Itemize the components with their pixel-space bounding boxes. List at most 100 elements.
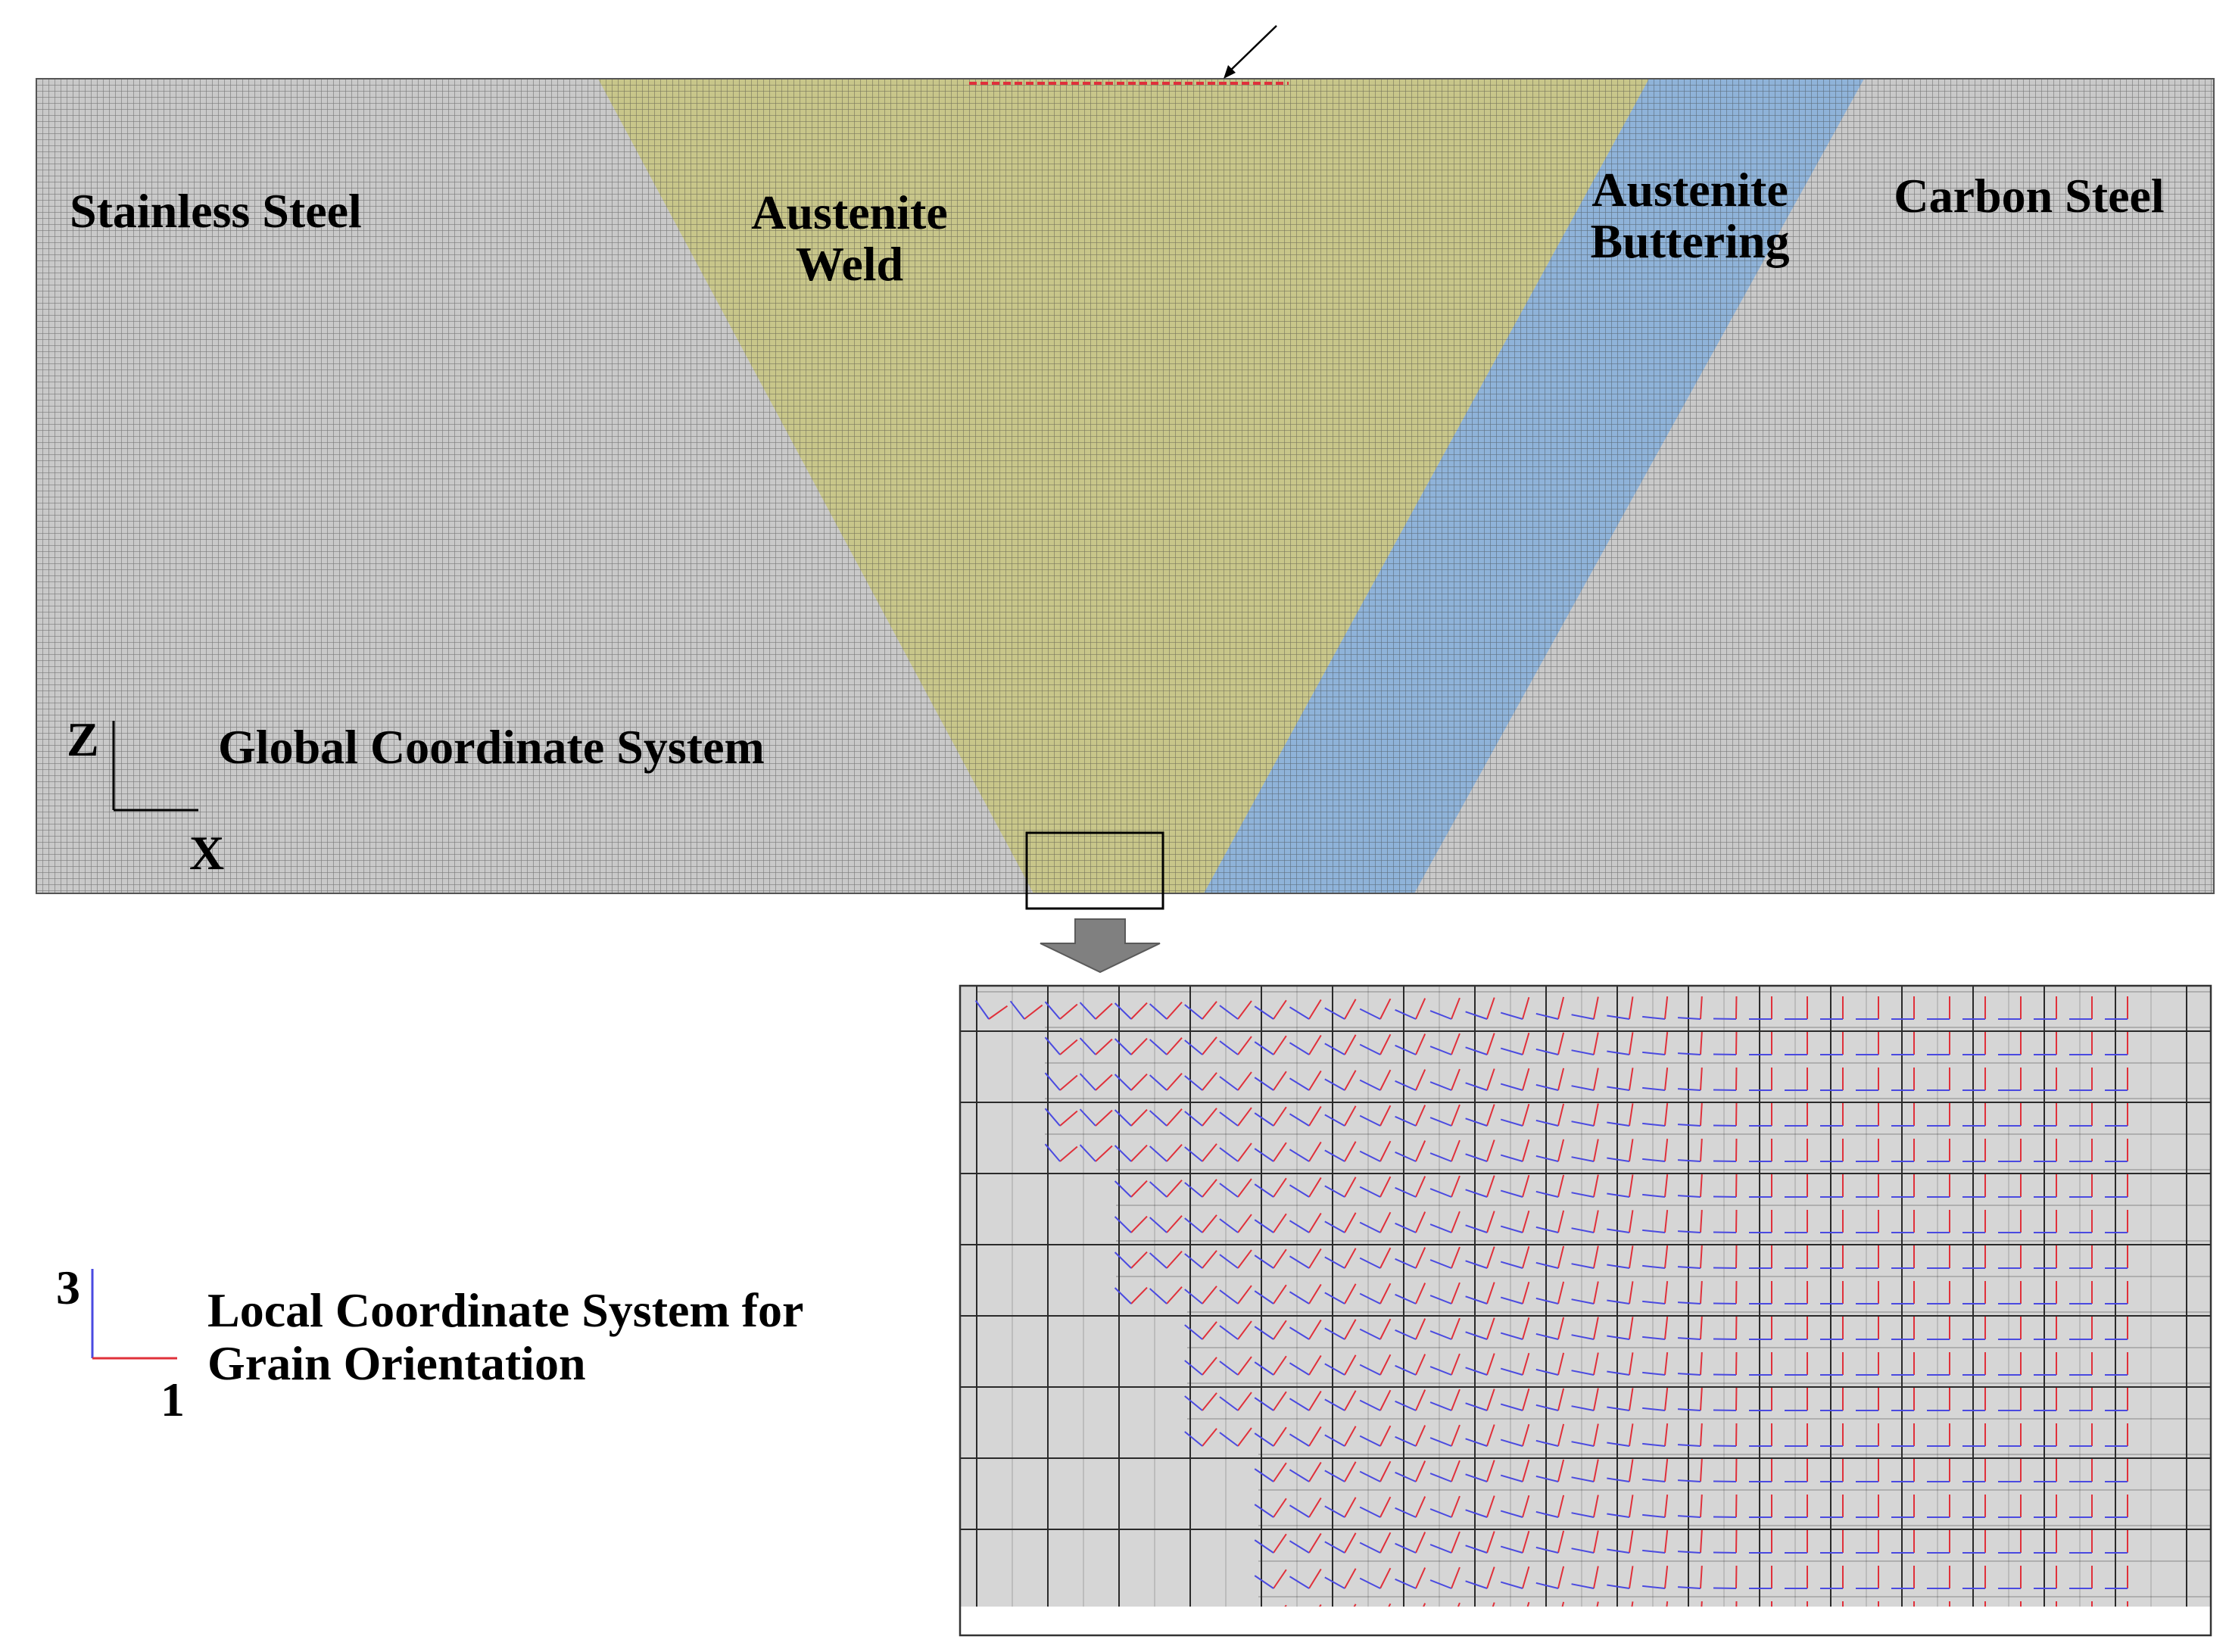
grain-axis-1-mark — [1130, 1215, 1148, 1233]
grain-axis-1-mark — [1237, 1107, 1252, 1127]
grain-axis-3-mark — [1289, 1149, 1310, 1162]
grain-axis-1-mark — [1130, 1286, 1148, 1304]
grain-axis-1-mark — [1557, 1281, 1565, 1304]
grain-axis-1-mark — [1557, 1068, 1565, 1091]
grain-axis-1-mark — [1415, 1425, 1426, 1447]
grain-axis-1-mark — [1557, 1174, 1565, 1198]
grain-axis-3-mark — [1359, 1150, 1381, 1162]
grain-axis-3-mark — [1429, 1081, 1452, 1091]
grain-axis-3-mark — [1289, 1504, 1310, 1518]
grain-axis-3-mark — [1254, 1361, 1274, 1376]
grain-axis-1-mark — [1593, 1566, 1599, 1589]
grain-axis-3-mark — [1465, 1544, 1488, 1554]
grain-axis-1-mark — [1700, 1067, 1703, 1091]
grain-axis-1-mark — [1344, 1461, 1357, 1482]
grain-axis-3-mark — [1044, 1108, 1061, 1127]
grain-axis-3-mark — [1500, 1011, 1523, 1020]
grain-axis-1-mark — [1557, 1459, 1565, 1482]
grain-axis-3-mark — [1359, 1541, 1381, 1554]
grain-axis-3-mark — [1114, 1251, 1132, 1269]
grain-axis-3-mark — [974, 999, 990, 1020]
grain-axis-1-mark — [1629, 996, 1634, 1020]
grain-axis-3-mark — [1535, 1546, 1559, 1554]
grain-axis-1-mark — [1666, 1601, 1669, 1607]
grain-axis-1-mark — [1344, 1177, 1357, 1198]
grain-axis-1-mark — [1344, 1568, 1357, 1589]
grain-axis-1-mark — [1130, 1108, 1148, 1127]
grain-axis-1-mark — [1237, 1320, 1252, 1340]
grain-axis-1-mark — [1700, 1138, 1703, 1162]
detail-mesh — [960, 986, 2211, 1607]
grain-axis-1-mark — [1379, 1567, 1392, 1589]
grain-axis-1-mark — [1486, 1104, 1495, 1127]
grain-axis-1-mark — [1593, 1068, 1599, 1091]
grain-axis-3-mark — [1571, 1227, 1595, 1233]
grain-axis-1-mark — [1273, 1284, 1287, 1304]
grain-axis-3-mark — [1607, 1442, 1630, 1447]
grain-axis-3-mark — [1677, 1515, 1701, 1518]
grain-axis-3-mark — [1254, 1112, 1274, 1127]
grain-axis-3-mark — [1114, 1216, 1132, 1233]
grain-axis-3-mark — [1324, 1043, 1345, 1055]
grain-axis-1-mark — [1379, 1318, 1392, 1340]
grain-axis-1-mark — [1593, 1210, 1599, 1233]
grain-axis-1-mark — [1664, 1103, 1669, 1127]
grain-axis-1-mark — [1415, 1532, 1426, 1554]
grain-axis-1-mark — [1166, 1250, 1183, 1269]
grain-axis-3-mark — [1607, 1086, 1630, 1091]
grain-axis-1-mark — [1631, 1601, 1634, 1607]
grain-axis-3-mark — [1395, 1400, 1417, 1411]
grain-axis-3-mark — [1429, 1579, 1452, 1589]
grain-axis-3-mark — [1289, 1540, 1310, 1554]
grain-axis-3-mark — [1254, 1504, 1274, 1518]
grain-axis-1-mark — [1664, 1495, 1669, 1518]
grain-axis-1-mark — [1308, 1461, 1322, 1482]
grain-axis-3-mark — [1324, 1327, 1345, 1340]
grain-axis-1-mark — [1237, 1000, 1252, 1020]
grain-axis-1-mark — [1273, 1355, 1287, 1376]
grain-axis-1-mark — [1308, 1497, 1322, 1518]
grain-axis-3-mark — [1359, 1079, 1381, 1091]
grain-axis-1-mark — [1344, 1283, 1357, 1304]
grain-axis-3-mark — [1500, 1367, 1523, 1376]
grain-axis-3-mark — [1044, 1143, 1061, 1162]
grain-axis-3-mark — [1465, 1580, 1488, 1589]
grain-axis-3-mark — [1359, 1186, 1381, 1198]
grain-axis-3-mark — [1500, 1474, 1523, 1482]
grain-axis-1-mark — [1593, 1423, 1599, 1447]
grain-axis-1-mark — [1379, 1140, 1392, 1162]
grain-axis-1-mark — [1308, 1426, 1322, 1447]
grain-axis-3-mark — [1359, 1577, 1381, 1589]
grain-axis-1-mark — [1700, 1529, 1703, 1554]
grain-axis-1-mark — [1664, 1459, 1669, 1482]
grain-axis-1-mark — [1629, 1245, 1634, 1269]
grain-axis-1-mark — [1273, 1391, 1287, 1411]
grain-axis-3-mark — [1677, 1301, 1701, 1304]
grain-axis-3-mark — [1571, 1049, 1595, 1055]
grain-axis-3-mark — [1465, 1295, 1488, 1304]
grain-axis-1-mark — [1522, 996, 1530, 1020]
grain-axis-3-mark — [1395, 1008, 1417, 1020]
grain-axis-1-mark — [1451, 1033, 1461, 1055]
grain-axis-1-mark — [1415, 1176, 1426, 1198]
grain-axis-3-mark — [1324, 1292, 1345, 1304]
grain-axis-1-mark — [1415, 1389, 1426, 1411]
grain-axis-1-mark — [1522, 1032, 1530, 1055]
grain-axis-1-mark — [1202, 1072, 1217, 1091]
grain-axis-1-mark — [1095, 1038, 1113, 1055]
grain-axis-3-mark — [1079, 1037, 1096, 1055]
grain-axis-1-mark — [1593, 1281, 1599, 1304]
grain-axis-1-mark — [1629, 1566, 1634, 1589]
grain-axis-1-mark — [1486, 1424, 1495, 1447]
grain-axis-1-mark — [1273, 1569, 1287, 1589]
grain-axis-3-mark — [1429, 1330, 1452, 1340]
grain-axis-3-mark — [1607, 1335, 1630, 1340]
local-axis-1-label: 1 — [161, 1373, 185, 1426]
grain-axis-1-mark — [1700, 1031, 1703, 1055]
grain-axis-3-mark — [1289, 1469, 1310, 1482]
grain-axis-3-mark — [1289, 1362, 1310, 1376]
mesh-grid — [36, 79, 2214, 893]
grain-axis-1-mark — [1415, 1567, 1426, 1589]
grain-axis-1-mark — [1664, 1388, 1669, 1411]
grain-axis-3-mark — [1359, 1364, 1381, 1376]
